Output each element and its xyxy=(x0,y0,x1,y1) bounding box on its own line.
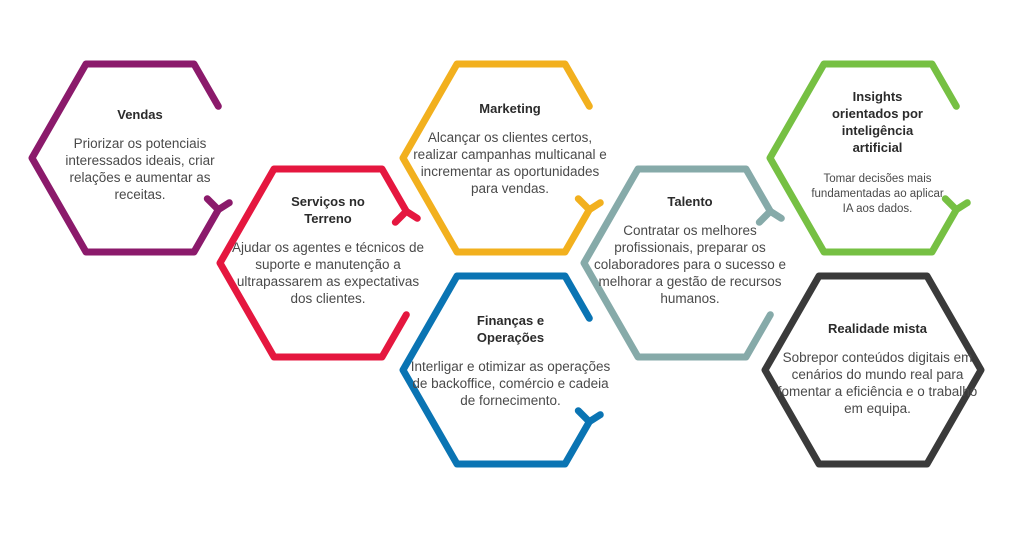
node-financas-desc: Interligar e otimizar as operações de ba… xyxy=(410,359,611,408)
node-talento: Talento Contratar os melhores profission… xyxy=(590,193,790,307)
node-servicos-desc: Ajudar os agentes e técnicos de suporte … xyxy=(231,240,425,306)
node-insights: Insights orientados por inteligência art… xyxy=(790,88,965,217)
node-servicos-title: Serviços no Terreno xyxy=(291,194,365,226)
arrow-marketing xyxy=(574,195,604,214)
node-vendas-desc: Priorizar os potenciais interessados ide… xyxy=(65,136,215,202)
node-marketing: Marketing Alcançar os clientes certos, r… xyxy=(410,100,610,197)
node-servicos: Serviços no Terreno Ajudar os agentes e … xyxy=(228,193,428,307)
node-insights-desc: Tomar decisões mais fundamentadas ao apl… xyxy=(811,173,944,215)
arrow-servicos xyxy=(391,207,421,226)
node-vendas: Vendas Priorizar os potenciais interessa… xyxy=(45,106,235,203)
node-insights-title: Insights orientados por inteligência art… xyxy=(831,89,923,155)
node-realidade-title: Realidade mista xyxy=(828,321,927,336)
node-financas-title: Finanças e Operações xyxy=(476,313,545,345)
node-financas: Finanças e Operações Interligar e otimiz… xyxy=(408,312,613,409)
hexagon-financas xyxy=(399,272,593,468)
hexagon-insights xyxy=(766,60,960,256)
node-vendas-title: Vendas xyxy=(117,107,163,122)
hexagon-realidade xyxy=(761,272,985,468)
node-talento-title: Talento xyxy=(667,194,713,209)
arrow-financas xyxy=(574,407,604,426)
hexagon-marketing xyxy=(399,60,593,256)
arrow-talento xyxy=(755,207,785,226)
arrow-vendas xyxy=(203,195,233,214)
hexagon-vendas xyxy=(28,60,222,256)
hexagon-servicos xyxy=(216,165,410,361)
node-talento-desc: Contratar os melhores profissionais, pre… xyxy=(593,223,787,306)
node-realidade: Realidade mista Sobrepor conteúdos digit… xyxy=(775,320,980,417)
node-marketing-title: Marketing xyxy=(479,101,541,116)
node-marketing-desc: Alcançar os clientes certos, realizar ca… xyxy=(413,130,607,196)
node-realidade-desc: Sobrepor conteúdos digitais em cenários … xyxy=(777,350,978,416)
arrow-insights xyxy=(941,195,971,214)
hexagon-talento xyxy=(580,165,774,361)
